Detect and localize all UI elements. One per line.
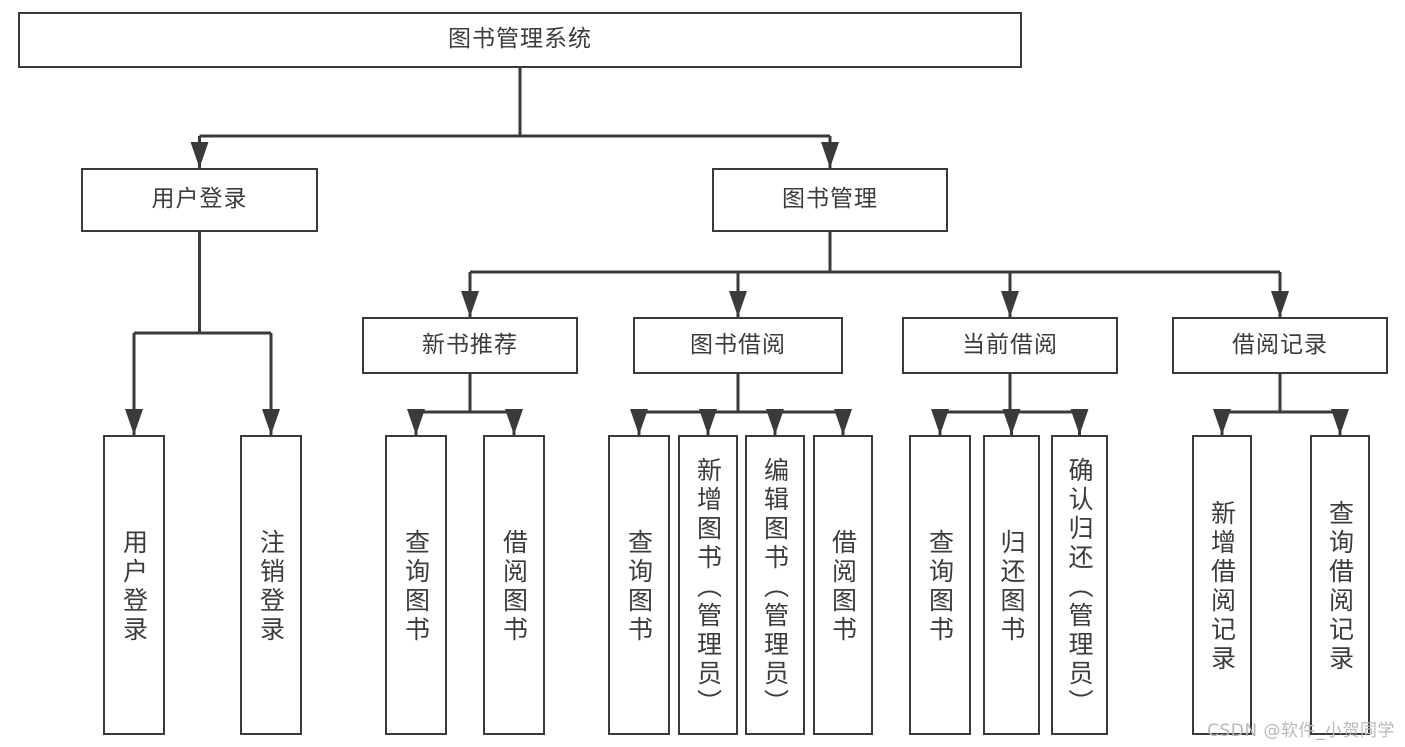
leaf-user-login-label: 用户登录 xyxy=(119,529,149,645)
leaf-query-book-2-label: 查询图书 xyxy=(624,529,654,645)
leaf-confirm-return-label: 确认归还（管理员） xyxy=(1065,456,1094,718)
watermark: CSDN @软件_小贺同学 xyxy=(1207,721,1395,741)
leaf-add-book[interactable]: 新增图书（管理员） xyxy=(678,435,738,735)
leaf-query-borrow-record[interactable]: 查询借阅记录 xyxy=(1310,435,1370,735)
leaf-add-borrow-record[interactable]: 新增借阅记录 xyxy=(1192,435,1252,735)
leaf-query-book-1[interactable]: 查询图书 xyxy=(385,435,447,735)
leaf-query-book-1-label: 查询图书 xyxy=(401,529,431,645)
leaf-user-logout[interactable]: 注销登录 xyxy=(240,435,302,735)
node-current-borrow-label: 当前借阅 xyxy=(962,331,1058,358)
leaf-query-book-3[interactable]: 查询图书 xyxy=(909,435,971,735)
leaf-borrow-book-1[interactable]: 借阅图书 xyxy=(483,435,545,735)
leaf-borrow-book-2[interactable]: 借阅图书 xyxy=(813,435,873,735)
leaf-borrow-book-2-label: 借阅图书 xyxy=(828,529,858,645)
node-borrow-record[interactable]: 借阅记录 xyxy=(1172,317,1388,374)
leaf-add-book-label: 新增图书（管理员） xyxy=(693,456,723,718)
leaf-add-borrow-record-label: 新增借阅记录 xyxy=(1207,500,1237,674)
leaf-user-login[interactable]: 用户登录 xyxy=(103,435,165,735)
node-book-manage[interactable]: 图书管理 xyxy=(712,168,948,232)
node-new-book-recommend[interactable]: 新书推荐 xyxy=(362,317,578,374)
node-user-login[interactable]: 用户登录 xyxy=(81,168,318,232)
node-book-borrow-label: 图书借阅 xyxy=(690,331,786,358)
leaf-confirm-return[interactable]: 确认归还（管理员） xyxy=(1051,435,1108,735)
node-new-book-recommend-label: 新书推荐 xyxy=(422,331,518,358)
leaf-borrow-book-1-label: 借阅图书 xyxy=(499,529,529,645)
leaf-return-book-label: 归还图书 xyxy=(997,529,1026,645)
leaf-edit-book[interactable]: 编辑图书（管理员） xyxy=(745,435,805,735)
node-book-borrow[interactable]: 图书借阅 xyxy=(633,317,843,374)
node-borrow-record-label: 借阅记录 xyxy=(1232,331,1328,358)
node-book-manage-label: 图书管理 xyxy=(782,186,878,213)
node-root[interactable]: 图书管理系统 xyxy=(18,12,1022,68)
node-root-label: 图书管理系统 xyxy=(448,26,592,53)
leaf-return-book[interactable]: 归还图书 xyxy=(983,435,1040,735)
leaf-query-book-2[interactable]: 查询图书 xyxy=(608,435,670,735)
node-user-login-label: 用户登录 xyxy=(151,186,248,213)
node-current-borrow[interactable]: 当前借阅 xyxy=(902,317,1118,374)
leaf-user-logout-label: 注销登录 xyxy=(256,529,286,645)
leaf-edit-book-label: 编辑图书（管理员） xyxy=(760,456,790,718)
leaf-query-book-3-label: 查询图书 xyxy=(925,529,955,645)
leaf-query-borrow-record-label: 查询借阅记录 xyxy=(1325,500,1355,674)
